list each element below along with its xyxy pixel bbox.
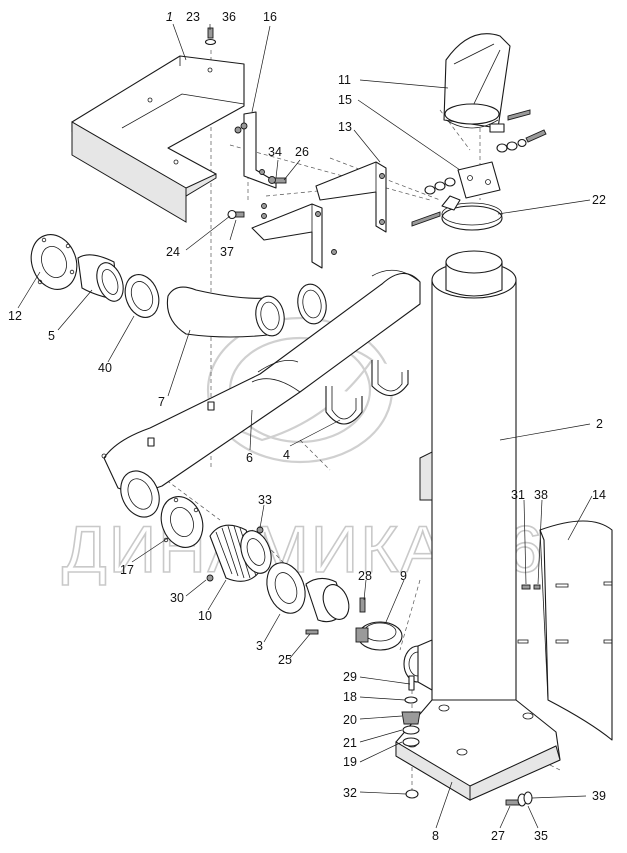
- callout-13: 13: [338, 120, 352, 134]
- part-7-elbow-pipe: [166, 283, 327, 338]
- side-outlet: [403, 639, 433, 691]
- part-11-rain-cap: [443, 33, 511, 133]
- bracket-lower: [251, 203, 337, 269]
- callout-32: 32: [343, 786, 357, 800]
- callout-20: 20: [343, 713, 357, 727]
- part-3-pipe: [266, 562, 350, 623]
- part-5-adapter: [77, 254, 124, 302]
- callout-1: 1: [166, 10, 173, 24]
- leader-lines: [17, 23, 593, 829]
- part-6-main-pipe: [101, 269, 421, 518]
- callout-12: 12: [8, 309, 22, 323]
- bolt-26-34: [268, 176, 287, 184]
- part-10-bellows: [209, 524, 272, 582]
- callout-8: 8: [432, 829, 439, 843]
- part-14-side-shield: [539, 520, 613, 741]
- callout-19: 19: [343, 755, 357, 769]
- callout-14: 14: [592, 488, 606, 502]
- fasteners-15: [424, 109, 547, 195]
- part-16-bracket: [234, 111, 277, 189]
- callout-37: 37: [220, 245, 234, 259]
- part-15-plate: [457, 161, 501, 199]
- callout-21: 21: [343, 736, 357, 750]
- part-4-u-clamps: [325, 360, 409, 425]
- callout-35: 35: [534, 829, 548, 843]
- callout-23: 23: [186, 10, 200, 24]
- nut-32: [405, 789, 419, 799]
- callout-27: 27: [491, 829, 505, 843]
- callout-36: 36: [222, 10, 236, 24]
- callout-15: 15: [338, 93, 352, 107]
- callout-18: 18: [343, 690, 357, 704]
- callout-24: 24: [166, 245, 180, 259]
- callout-3: 3: [256, 639, 263, 653]
- part-8-base-plate: [395, 699, 561, 801]
- callout-26: 26: [295, 145, 309, 159]
- part-1-heat-shield: [71, 55, 245, 223]
- callout-7: 7: [158, 395, 165, 409]
- part-22-clamp: [411, 195, 503, 231]
- callout-5: 5: [48, 329, 55, 343]
- callout-30: 30: [170, 591, 184, 605]
- fasteners-31-38: [517, 584, 541, 644]
- callout-10: 10: [198, 609, 212, 623]
- part-40-ring: [124, 274, 160, 318]
- callout-31: 31: [511, 488, 525, 502]
- callout-2: 2: [596, 417, 603, 431]
- callout-4: 4: [283, 448, 290, 462]
- bolt-23-washer-36: [204, 27, 217, 46]
- callout-11: 11: [338, 73, 351, 87]
- callout-28: 28: [358, 569, 372, 583]
- callout-16: 16: [263, 10, 277, 24]
- callout-33: 33: [258, 493, 272, 507]
- bolt-24-37: [227, 209, 245, 220]
- small-bolts: [206, 526, 319, 635]
- part-17-flange: [160, 496, 204, 548]
- callout-6: 6: [246, 451, 253, 465]
- callout-34: 34: [268, 145, 282, 159]
- callout-40: 40: [98, 361, 112, 375]
- callout-29: 29: [343, 670, 357, 684]
- callout-22: 22: [592, 193, 606, 207]
- callout-38: 38: [534, 488, 548, 502]
- bolt-27-35-39: [505, 791, 533, 807]
- part-12-flange: [30, 234, 78, 290]
- part-13-bracket: [315, 161, 387, 233]
- isolator-stack: [401, 675, 421, 747]
- part-9-clamp: [355, 597, 403, 651]
- part-2-silencer: [419, 250, 517, 701]
- callout-9: 9: [400, 569, 407, 583]
- callout-39: 39: [592, 789, 606, 803]
- callout-17: 17: [120, 563, 134, 577]
- callout-25: 25: [278, 653, 292, 667]
- callout-labels: 1 23 36 16 11 15 13 34 26 22 24 37 12 5 …: [8, 10, 606, 843]
